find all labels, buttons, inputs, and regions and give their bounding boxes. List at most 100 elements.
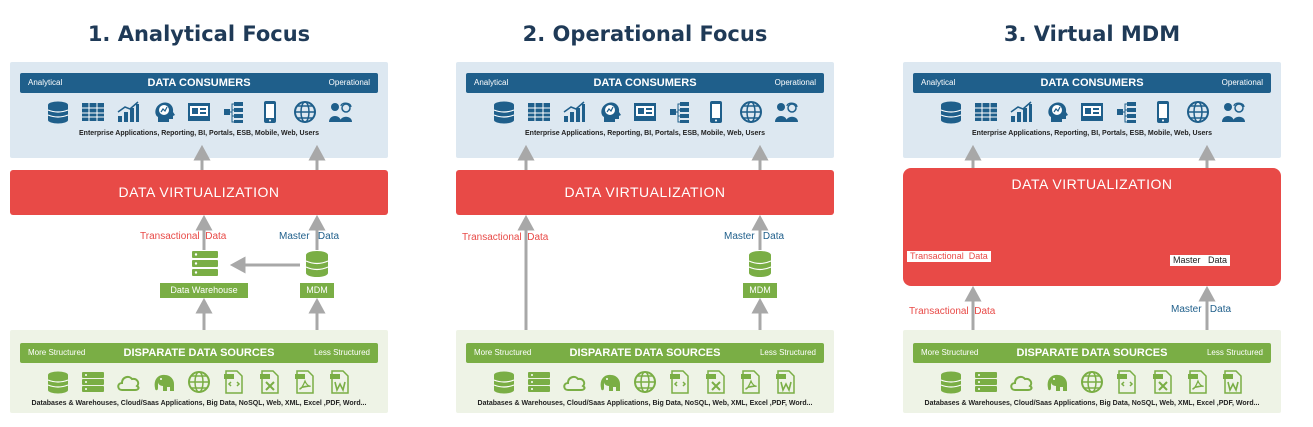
consumer-icons-row [933, 100, 1251, 128]
database-icon [46, 100, 70, 129]
head-analytics-icon [1045, 100, 1069, 129]
server-icon [527, 370, 551, 399]
portal-icon [633, 100, 657, 129]
database-icon [305, 251, 329, 277]
source-icons-row [933, 370, 1251, 398]
panel-analytical-focus: 1. Analytical Focus Analytical DATA CONS… [10, 0, 388, 427]
arrow-head [1198, 285, 1216, 302]
data-sources-bar: More Structured DISPARATE DATA SOURCES L… [20, 343, 378, 363]
data-virtualization-label: DATA VIRTUALIZATION [564, 184, 726, 200]
panel-3-flow-arrows [964, 144, 1216, 330]
table-icon [527, 100, 551, 129]
transactional-data-label: Transactional Data [909, 306, 996, 317]
consumers-caption: Enterprise Applications, Reporting, BI, … [972, 130, 1212, 137]
master-data-label: Master Data [279, 231, 340, 242]
globe-icon [1080, 370, 1104, 399]
arrow-head [193, 144, 211, 161]
excel-file-icon [258, 370, 282, 399]
consumer-icons-row [40, 100, 358, 128]
sources-caption: Databases & Warehouses, Cloud/Saas Appli… [924, 400, 1260, 407]
source-icons-row [486, 370, 804, 398]
data-virtualization-box: DATA VIRTUALIZATION [10, 170, 388, 215]
xml-file-icon [668, 370, 692, 399]
panel-title: 2. Operational Focus [522, 22, 768, 46]
database-icon [492, 100, 516, 129]
head-analytics-icon [598, 100, 622, 129]
data-sources-box: More Structured DISPARATE DATA SOURCES L… [456, 330, 834, 413]
arrow-head [751, 144, 769, 161]
data-sources-title: DISPARATE DATA SOURCES [123, 347, 275, 359]
data-sources-box: More Structured DISPARATE DATA SOURCES L… [10, 330, 388, 413]
cloud-icon [562, 370, 586, 399]
database-icon [939, 370, 963, 399]
globe-icon [187, 370, 211, 399]
database-icon [748, 251, 772, 277]
more-structured-label: More Structured [28, 348, 86, 357]
xml-file-icon [1115, 370, 1139, 399]
operational-label: Operational [328, 78, 370, 87]
analytical-label: Analytical [921, 78, 956, 87]
word-file-icon [328, 370, 352, 399]
data-sources-title: DISPARATE DATA SOURCES [569, 347, 721, 359]
server-icon [81, 370, 105, 399]
more-structured-label: More Structured [474, 348, 532, 357]
excel-file-icon [704, 370, 728, 399]
arrow-head [195, 214, 213, 231]
cloud-icon [1009, 370, 1033, 399]
arrow-head [229, 256, 246, 274]
word-file-icon [774, 370, 798, 399]
data-consumers-title: DATA CONSUMERS [1040, 77, 1144, 89]
operational-label: Operational [774, 78, 816, 87]
pdf-file-icon [293, 370, 317, 399]
data-warehouse-box: Data Warehouse [160, 283, 248, 298]
table-icon [974, 100, 998, 129]
arrow-head [517, 144, 535, 161]
data-virtualization-label: DATA VIRTUALIZATION [1011, 176, 1173, 192]
arrow-head [964, 144, 982, 161]
pdf-file-icon [739, 370, 763, 399]
esb-icon [668, 100, 692, 129]
server-icon [974, 370, 998, 399]
panel-title: 3. Virtual MDM [1003, 22, 1181, 46]
inner-master-data-label: Master Data [1170, 255, 1231, 266]
esb-icon [222, 100, 246, 129]
database-icon [492, 370, 516, 399]
data-virtualization-label: DATA VIRTUALIZATION [118, 184, 280, 200]
data-virtualization-box: DATA VIRTUALIZATION [456, 170, 834, 215]
panel-1-flow-arrows [192, 144, 329, 330]
arrow-head [751, 214, 769, 231]
excel-file-icon [1151, 370, 1175, 399]
arrow-head [195, 297, 213, 314]
arrow-head [964, 285, 982, 302]
transactional-data-label: Transactional Data [462, 232, 549, 243]
source-icons-row [40, 370, 358, 398]
transactional-data-label: Transactional Data [140, 231, 227, 242]
analytical-label: Analytical [474, 78, 509, 87]
database-icon [46, 370, 70, 399]
bar-chart-icon [562, 100, 586, 129]
master-data-label: Master Data [1171, 304, 1232, 315]
mobile-icon [258, 100, 282, 129]
xml-file-icon [222, 370, 246, 399]
less-structured-label: Less Structured [313, 348, 370, 357]
data-sources-box: More Structured DISPARATE DATA SOURCES L… [903, 330, 1281, 413]
panel-title: 1. Analytical Focus [87, 22, 311, 46]
data-consumers-box: Analytical DATA CONSUMERS Operational En… [456, 62, 834, 158]
arrow-head [308, 144, 326, 161]
data-consumers-title: DATA CONSUMERS [593, 77, 697, 89]
globe-icon [1186, 100, 1210, 129]
globe-icon [739, 100, 763, 129]
panel-virtual-mdm: 3. Virtual MDM Analytical DATA CONSUMERS… [903, 0, 1281, 427]
mdm-box: MDM [743, 283, 777, 298]
database-icon [939, 100, 963, 129]
mdm-box: MDM [300, 283, 334, 298]
globe-icon [633, 370, 657, 399]
bar-chart-icon [1009, 100, 1033, 129]
inner-transactional-data-label: Transactional Data [907, 251, 991, 262]
master-data-label: Master Data [724, 231, 785, 242]
pdf-file-icon [1186, 370, 1210, 399]
mobile-icon [704, 100, 728, 129]
arrow-head [1198, 144, 1216, 161]
elephant-icon [598, 370, 622, 399]
data-consumers-title: DATA CONSUMERS [147, 77, 251, 89]
